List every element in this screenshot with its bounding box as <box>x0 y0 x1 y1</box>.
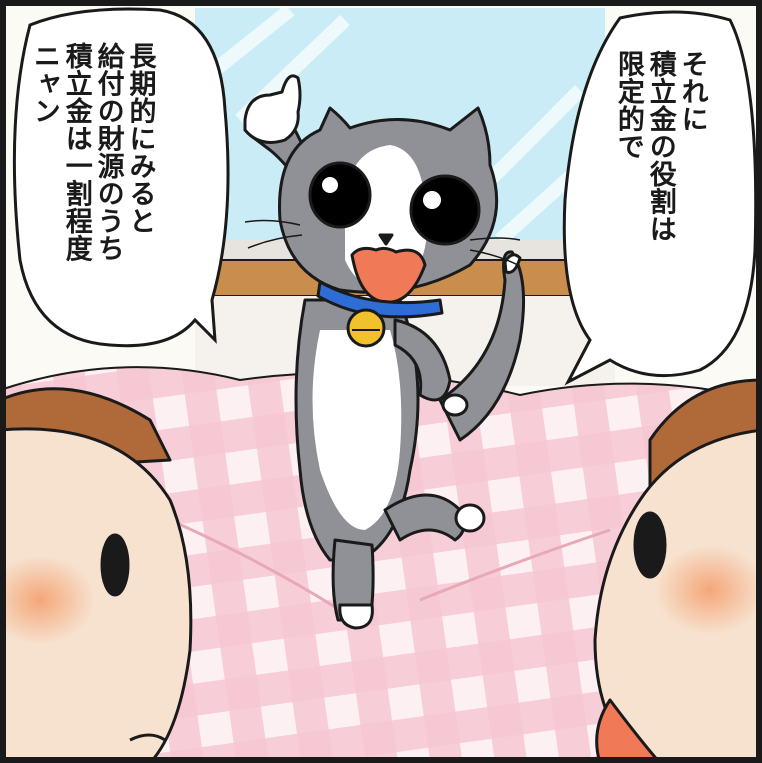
cat-tail <box>438 250 526 442</box>
speech-line: 積立金の役割は <box>644 50 676 243</box>
speech-line: 限定的で <box>612 50 644 160</box>
speech-line: 給付の財源のうち <box>92 42 124 262</box>
left-person <box>0 387 193 763</box>
cat-eye-left <box>308 161 372 229</box>
speech-line: 積立金は一割程度 <box>60 42 92 262</box>
cat <box>243 74 526 630</box>
right-person-mouth <box>595 698 662 763</box>
speech-bubble-left <box>12 7 230 348</box>
cat-eye-right <box>409 174 481 246</box>
cat-belly <box>312 330 402 530</box>
right-person-eye <box>633 511 667 579</box>
cat-collar <box>316 280 444 319</box>
cat-bell <box>346 308 386 348</box>
right-person <box>593 378 762 763</box>
left-person-eye <box>100 533 130 597</box>
speech-line: それに <box>676 50 708 133</box>
speech-line: 長期的にみると <box>124 42 156 235</box>
speech-line: ニャン <box>28 42 60 125</box>
cat-pointing-paw <box>243 74 302 144</box>
speech-bubble-right <box>562 10 758 386</box>
speech-text-right: それに 積立金の役割は 限定的で <box>612 50 708 243</box>
speech-text-left: 長期的にみると 給付の財源のうち 積立金は一割程度 ニャン <box>28 42 156 262</box>
left-person-face <box>0 427 193 763</box>
blanket-folds <box>169 518 611 612</box>
